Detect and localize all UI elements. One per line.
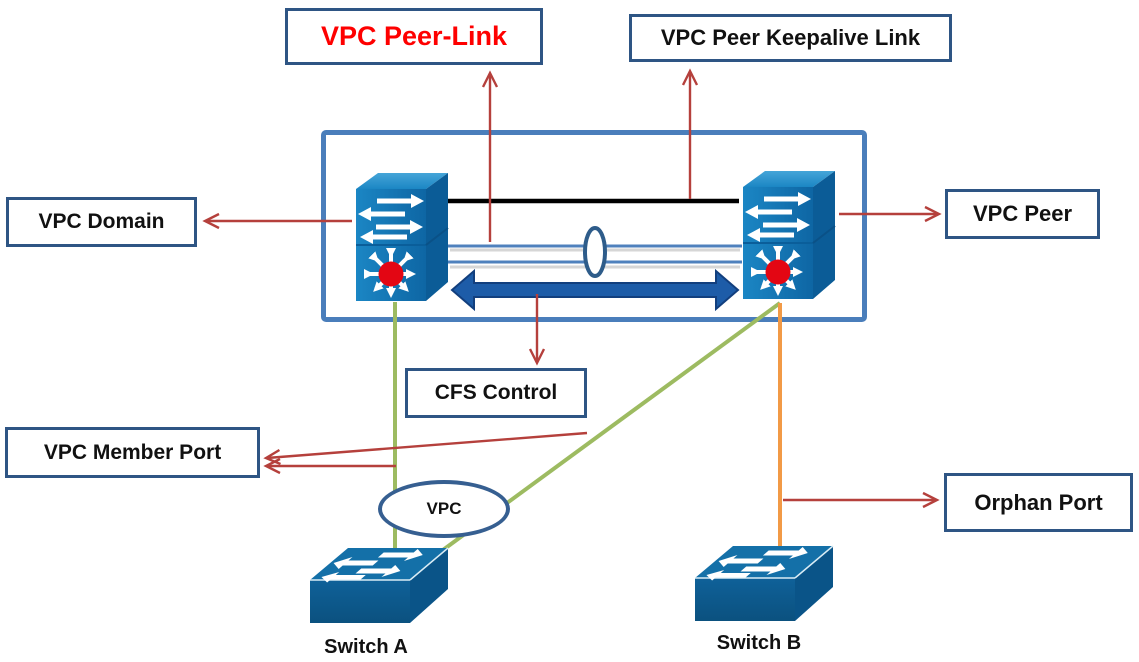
vpc-ellipse-label: VPC (426, 499, 462, 518)
switch-b-caption: Switch B (716, 632, 802, 654)
vpc-domain-label: VPC Domain (38, 210, 165, 233)
orphan-port-label: Orphan Port (974, 489, 1103, 515)
switch-b-icon (694, 545, 834, 622)
cfs-control-label-box: CFS Control (405, 368, 587, 418)
peer-switch-right-icon (743, 171, 835, 299)
peer-link-double-arrow (450, 268, 740, 312)
arrow-to-member-port-label-1 (263, 431, 588, 466)
vpc-peer-label-box: VPC Peer (945, 189, 1100, 239)
vpc-peer-link-label-box: VPC Peer-Link (285, 8, 543, 65)
vpc-peer-label: VPC Peer (972, 201, 1073, 226)
orphan-port-label-box: Orphan Port (944, 473, 1133, 532)
switch-a-caption: Switch A (324, 636, 408, 658)
peer-switch-left-icon (356, 173, 448, 301)
cfs-control-label: CFS Control (434, 381, 558, 404)
vpc-member-port-label: VPC Member Port (43, 440, 222, 464)
vpc-member-port-label-box: VPC Member Port (5, 427, 260, 478)
vpc-domain-rectangle (321, 130, 867, 322)
vpc-peer-link-label: VPC Peer-Link (320, 21, 508, 51)
port-channel-ellipse-icon (583, 226, 607, 278)
vpc-peer-keepalive-label-box: VPC Peer Keepalive Link (629, 14, 952, 62)
vpc-domain-label-box: VPC Domain (6, 197, 197, 247)
vpc-peer-keepalive-label: VPC Peer Keepalive Link (660, 25, 921, 50)
vpc-ellipse-node: VPC (378, 480, 510, 538)
switch-a-icon (309, 547, 449, 624)
